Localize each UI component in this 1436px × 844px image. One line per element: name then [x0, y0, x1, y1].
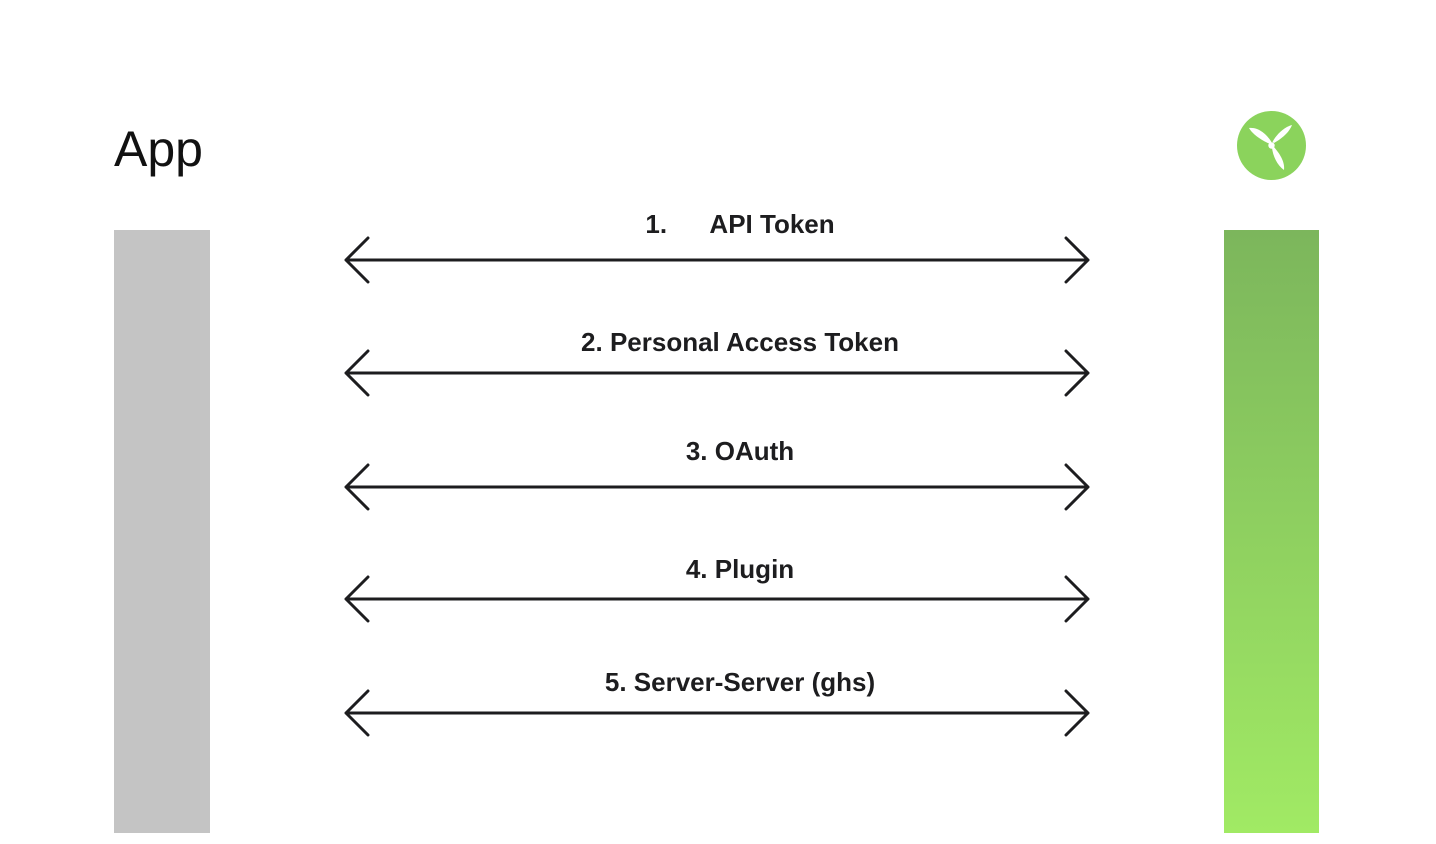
connection-label: 2. Personal Access Token [581, 327, 899, 357]
connection-label: 4. Plugin [685, 554, 795, 584]
propeller-logo-icon [1237, 111, 1306, 180]
app-title: App [114, 121, 203, 177]
bidirectional-arrow [344, 575, 1090, 623]
bidirectional-arrow [344, 236, 1090, 284]
connection-label: 1. API Token [645, 209, 835, 239]
bidirectional-arrow [344, 349, 1090, 397]
service-lifeline-bar [1224, 230, 1319, 833]
connection-label: 5. Server-Server (ghs) [604, 667, 876, 697]
bidirectional-arrow [344, 463, 1090, 511]
app-lifeline-bar [114, 230, 210, 833]
connection-label: 3. OAuth [685, 436, 795, 466]
bidirectional-arrow [344, 689, 1090, 737]
